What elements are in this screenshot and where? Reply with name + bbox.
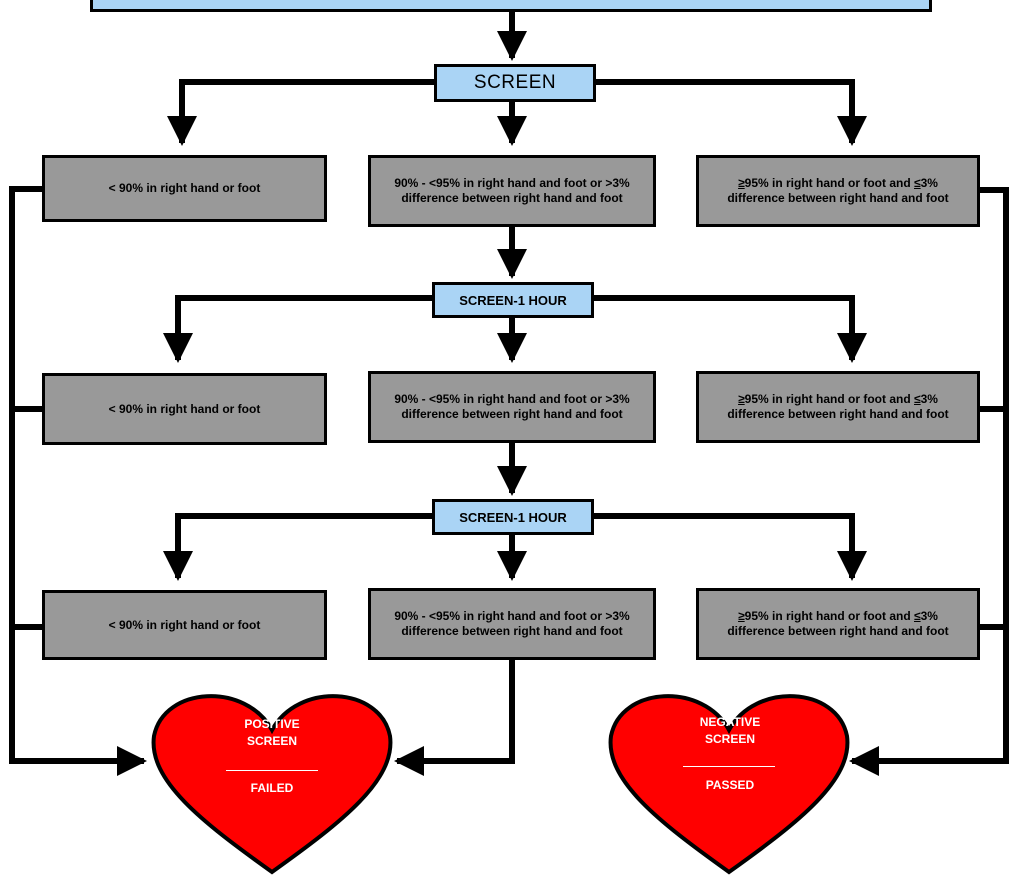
result-mid-text: 90% - <95% in right hand and foot or >3%… xyxy=(394,609,630,638)
negative-screen-title: NEGATIVE SCREEN xyxy=(699,715,761,746)
screen-box-1-hour-first: SCREEN-1 HOUR xyxy=(432,282,594,318)
arrow-screen-to-high-1 xyxy=(596,79,867,146)
arrow-high-collector-to-negative xyxy=(849,187,1009,776)
result-high-row-1: ≥95% in right hand or foot and ≤3% diffe… xyxy=(696,155,980,227)
screen-label-1-hour-first: SCREEN-1 HOUR xyxy=(459,292,567,308)
result-high-text: ≥95% in right hand or foot and ≤3% diffe… xyxy=(727,392,949,421)
positive-screen-title: POSITIVE SCREEN xyxy=(244,717,300,748)
arrow-screen-2-to-low-2 xyxy=(163,295,432,363)
result-high-row-3: ≥95% in right hand or foot and ≤3% diffe… xyxy=(696,588,980,660)
result-mid-text: 90% - <95% in right hand and foot or >3%… xyxy=(394,176,630,205)
screen-box-1-hour-second: SCREEN-1 HOUR xyxy=(432,499,594,535)
result-high-text: ≥95% in right hand or foot and ≤3% diffe… xyxy=(727,176,949,205)
result-high-text: ≥95% in right hand or foot and ≤3% diffe… xyxy=(727,609,949,638)
arrow-screen-2-to-high-2 xyxy=(594,295,867,363)
arrow-screen-3-to-low-3 xyxy=(163,513,432,581)
negative-screen-status: PASSED xyxy=(705,778,755,792)
negative-heart-shape xyxy=(608,694,850,875)
result-low-row-1: < 90% in right hand or foot xyxy=(42,155,327,222)
arrow-mid-3-to-positive xyxy=(394,659,515,776)
negative-divider xyxy=(683,766,775,767)
result-mid-row-3: 90% - <95% in right hand and foot or >3%… xyxy=(368,588,656,660)
positive-screen-status: FAILED xyxy=(250,781,294,795)
result-low-text: < 90% in right hand or foot xyxy=(108,401,261,416)
top-box xyxy=(90,0,932,12)
result-mid-row-2: 90% - <95% in right hand and foot or >3%… xyxy=(368,371,656,443)
result-low-row-2: < 90% in right hand or foot xyxy=(42,373,327,445)
result-low-text: < 90% in right hand or foot xyxy=(108,617,261,632)
screen-box-initial: SCREEN xyxy=(434,64,596,102)
result-high-row-2: ≥95% in right hand or foot and ≤3% diffe… xyxy=(696,371,980,443)
positive-heart-shape xyxy=(151,694,393,875)
screen-label-1-hour-second: SCREEN-1 HOUR xyxy=(459,509,567,525)
arrow-low-collector-to-positive xyxy=(9,186,147,776)
positive-divider xyxy=(226,770,318,771)
arrow-screen-to-low-1 xyxy=(167,79,434,146)
result-mid-row-1: 90% - <95% in right hand and foot or >3%… xyxy=(368,155,656,227)
screen-label-initial: SCREEN xyxy=(473,72,557,93)
arrow-screen-3-to-high-3 xyxy=(594,513,867,581)
result-low-row-3: < 90% in right hand or foot xyxy=(42,590,327,660)
result-mid-text: 90% - <95% in right hand and foot or >3%… xyxy=(394,392,630,421)
result-low-text: < 90% in right hand or foot xyxy=(108,181,261,195)
